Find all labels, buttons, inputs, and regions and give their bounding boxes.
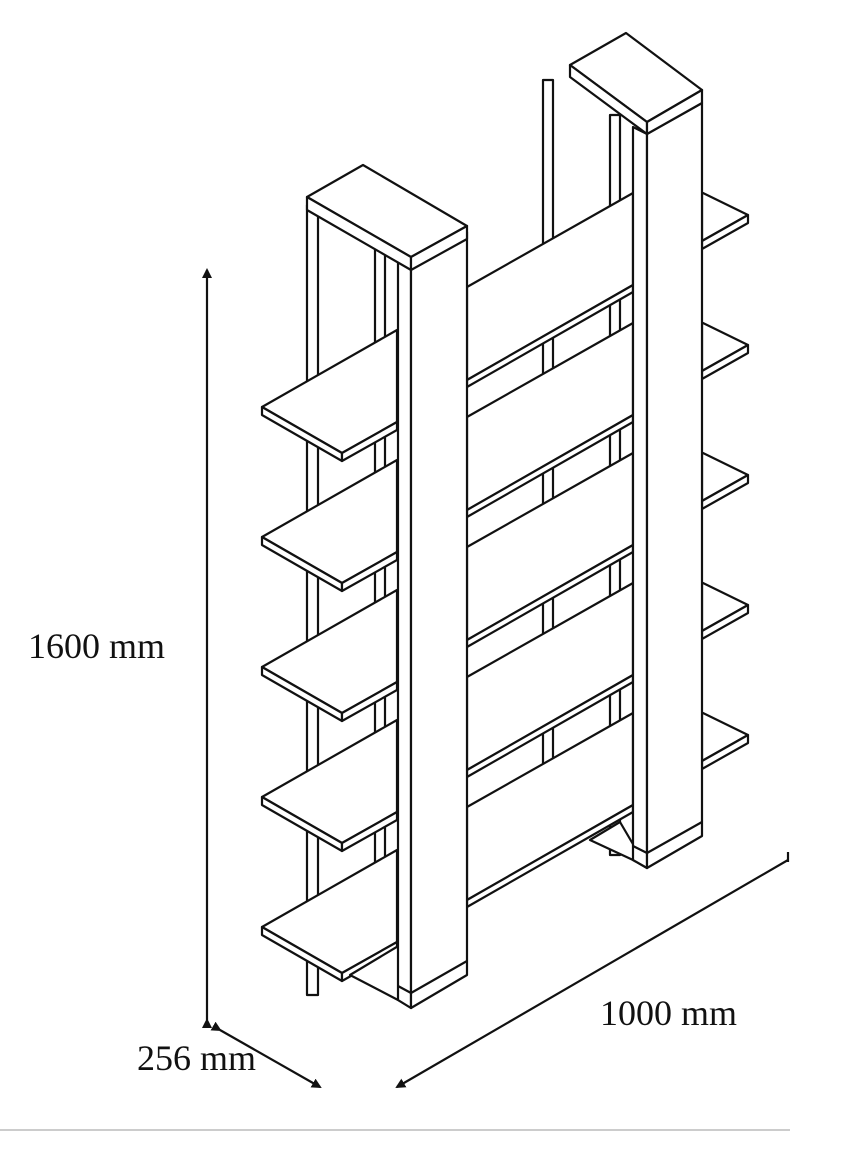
dimension-lines <box>202 268 790 1089</box>
left-column-side <box>396 255 413 1010</box>
left-column <box>305 163 469 1010</box>
depth-label: 256 mm <box>137 1038 257 1078</box>
right-column <box>568 31 704 870</box>
left-column-front <box>409 230 469 1010</box>
right-column-front <box>645 101 704 870</box>
width-label: 1000 mm <box>600 993 738 1033</box>
height-label: 1600 mm <box>28 626 166 666</box>
width-arrow <box>395 859 789 1089</box>
depth-arrow <box>210 1021 322 1088</box>
left-back-post <box>305 203 320 997</box>
right-column-side <box>631 125 649 870</box>
